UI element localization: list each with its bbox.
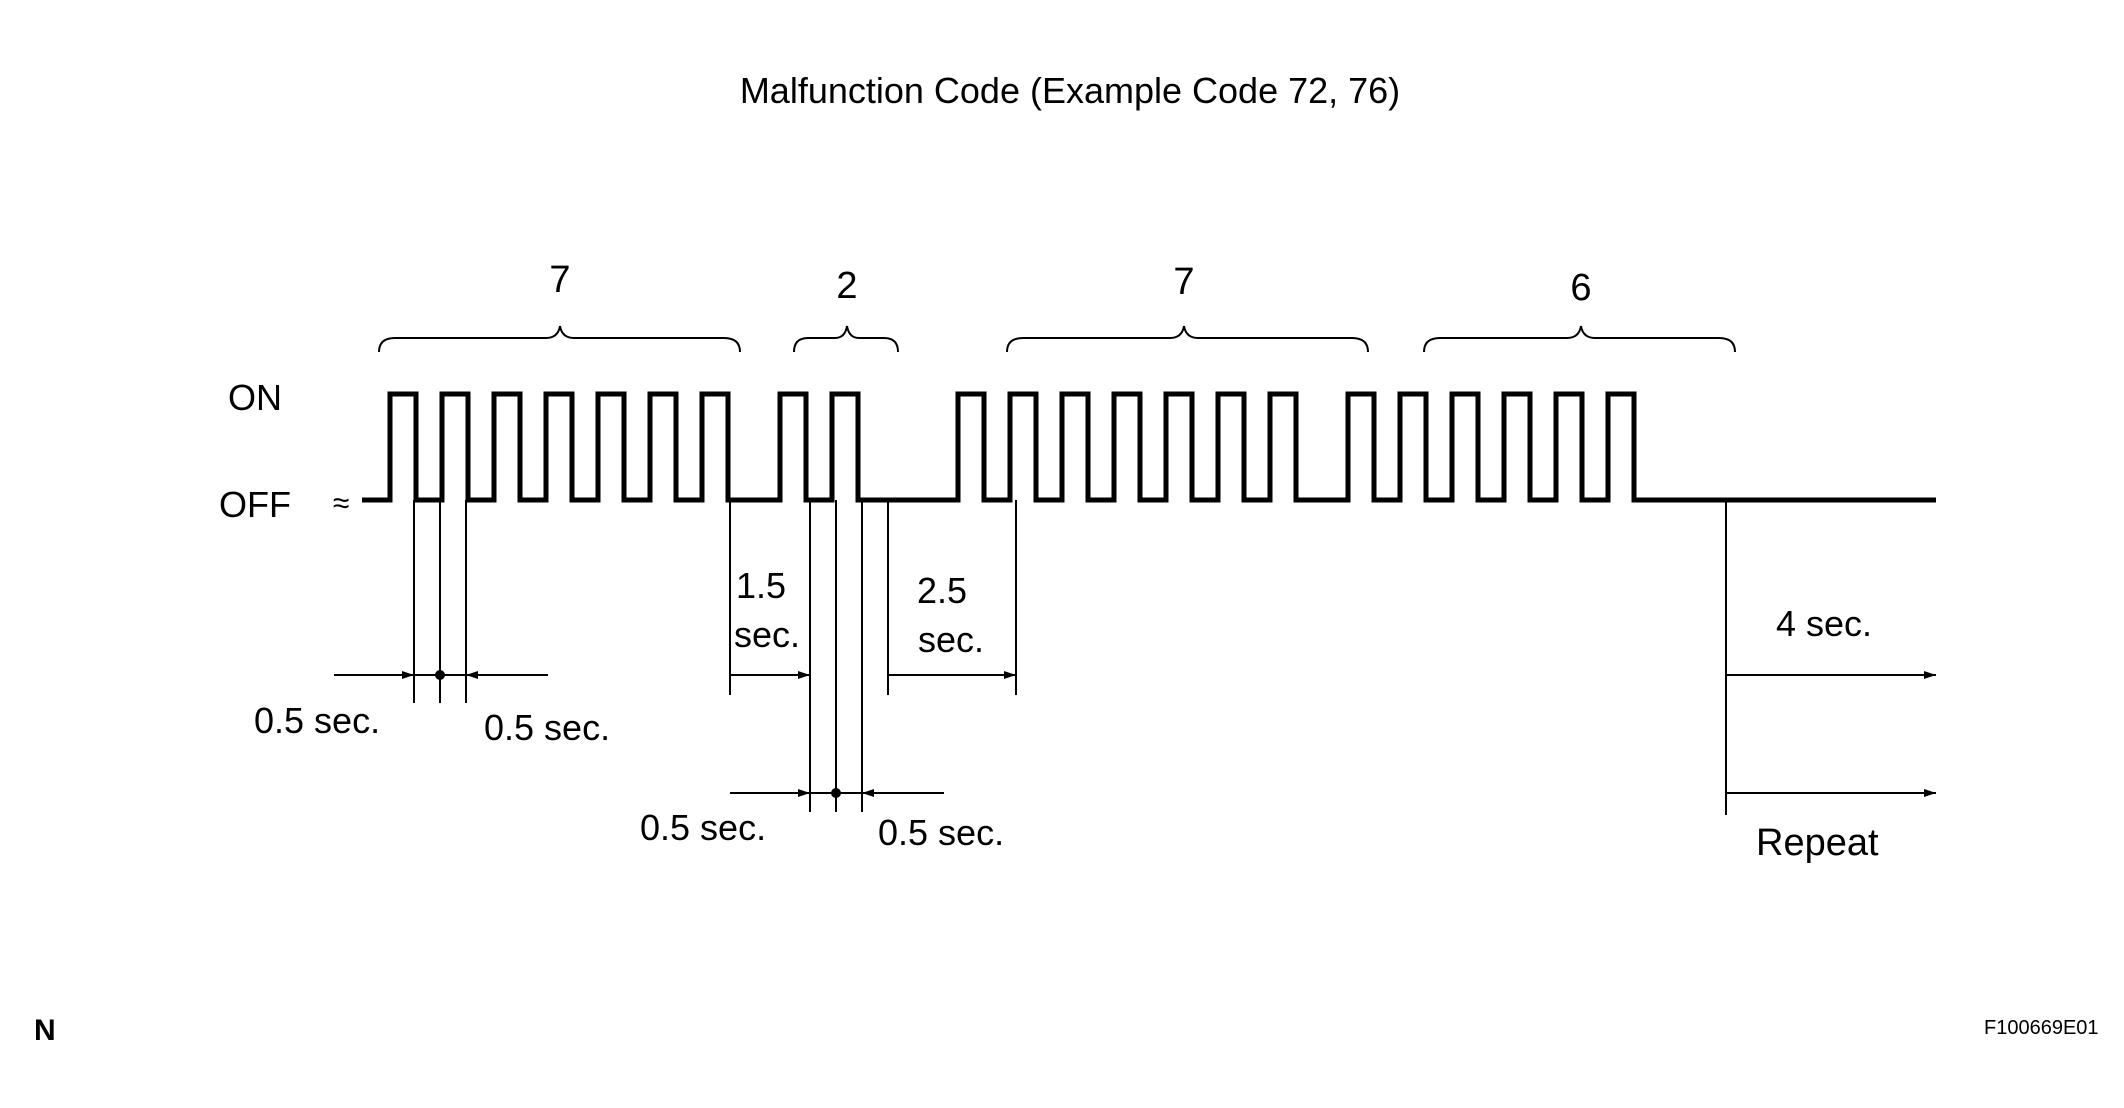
digit-brace-1 — [378, 325, 741, 353]
pulse-off-label-1: 0.5 sec. — [484, 707, 610, 748]
pulse-off-label-2: 0.5 sec. — [878, 812, 1004, 853]
on-level-label: ON — [228, 377, 282, 418]
off-level-label: OFF — [219, 484, 291, 525]
figure-id: F100669E01 — [1984, 1017, 2099, 1039]
pulse-on-label-2: 0.5 sec. — [640, 807, 766, 848]
break-symbol: ≈ — [333, 487, 349, 520]
timing-group-end — [1725, 500, 1936, 815]
digit-gap-label-line2: sec. — [734, 614, 800, 655]
timing-group-pulse-2 — [730, 500, 944, 812]
pulse-on-label-1: 0.5 sec. — [254, 700, 380, 741]
signal-waveform — [362, 391, 1936, 503]
repeat-label: Repeat — [1756, 822, 1879, 864]
digit-label-4: 6 — [1570, 267, 1591, 309]
digit-label-1: 7 — [549, 259, 570, 301]
timing-group-digit-gap — [729, 500, 810, 695]
code-gap-label-line2: sec. — [918, 619, 984, 660]
digit-brace-4 — [1423, 325, 1736, 353]
digit-label-2: 2 — [836, 265, 857, 307]
digit-label-3: 7 — [1173, 261, 1194, 303]
digit-gap-label-line1: 1.5 — [736, 565, 786, 606]
end-pause-label: 4 sec. — [1776, 603, 1872, 644]
timing-group-pulse-1 — [334, 500, 548, 703]
corner-letter: N — [34, 1014, 56, 1047]
code-gap-label-line1: 2.5 — [917, 570, 967, 611]
digit-brace-3 — [1006, 325, 1369, 353]
diagram-title: Malfunction Code (Example Code 72, 76) — [740, 70, 1400, 111]
timing-group-code-gap — [887, 500, 1017, 695]
digit-brace-2 — [793, 325, 899, 353]
